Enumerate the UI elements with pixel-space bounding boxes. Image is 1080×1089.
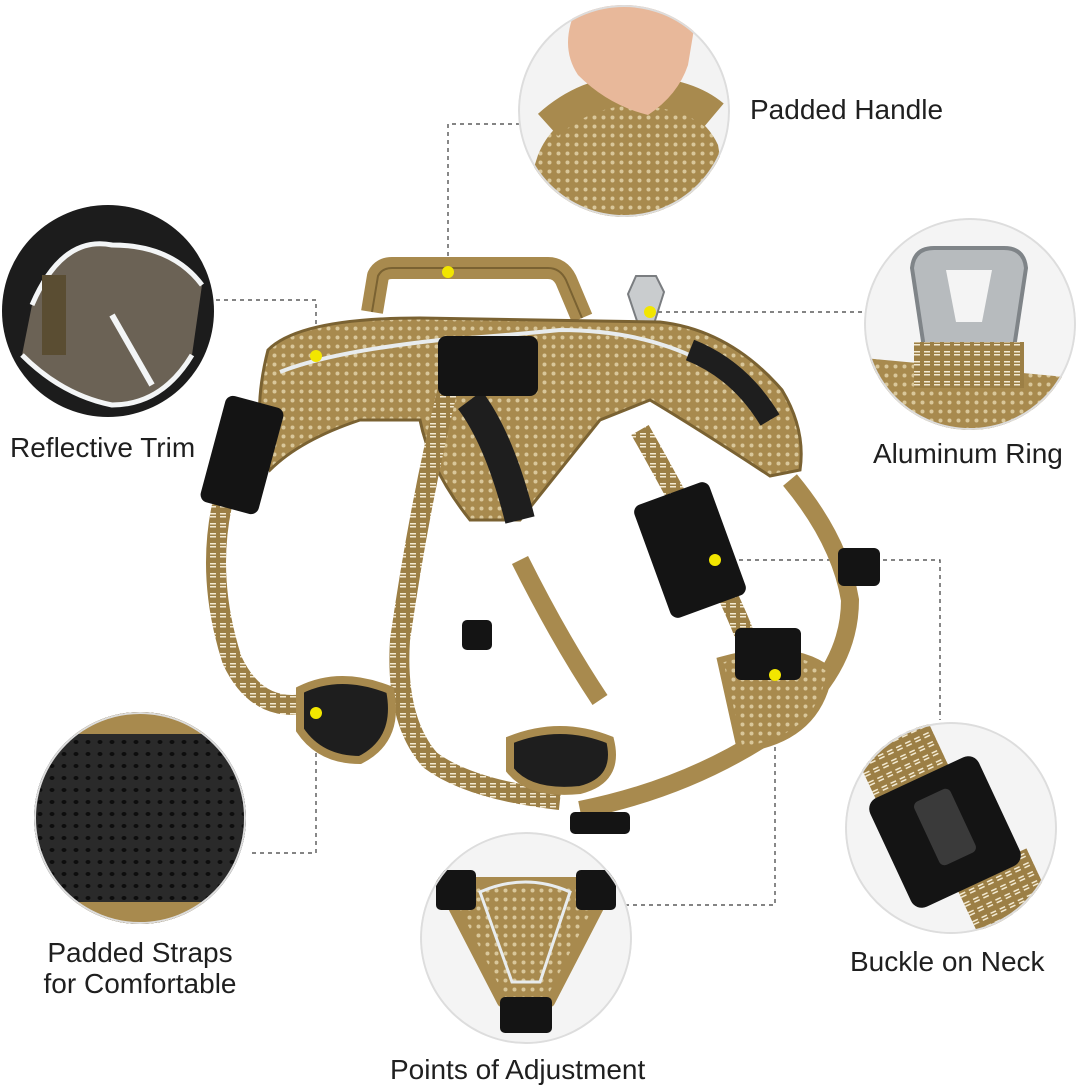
handle-shape: [361, 257, 593, 323]
aluminum-ring-label: Aluminum Ring: [873, 438, 1063, 469]
handle-outline: [371, 267, 583, 319]
padded-straps-label-line2: for Comfortable: [43, 968, 237, 999]
padded-handle-label: Padded Handle: [750, 94, 944, 125]
reflective-trim-label: Reflective Trim: [10, 432, 196, 463]
back-lining: [685, 339, 780, 426]
leader-straps: [250, 713, 317, 854]
marker-dots: [310, 266, 781, 719]
leader-handle: [447, 123, 520, 272]
right-pad: [506, 726, 616, 795]
points-of-adjustment-label: Points of Adjustment: [390, 1054, 646, 1085]
padded-handle-detail: [518, 5, 730, 217]
back-panel: [258, 316, 803, 522]
belly-strap: [511, 555, 608, 705]
aluminum-ring-detail: [864, 218, 1076, 430]
adjustment-points-detail: [420, 832, 632, 1044]
buckles: [200, 336, 880, 834]
buckle-on-neck-label: Buckle on Neck: [850, 946, 1045, 977]
reflective-trim-detail: [2, 205, 214, 417]
leader-buckle: [715, 559, 941, 720]
padded-straps-label-line1: Padded Straps: [47, 937, 233, 968]
buckle-detail: [845, 722, 1057, 934]
center-strap: [389, 377, 562, 810]
left-pad: [296, 676, 396, 765]
reflective-edge: [279, 327, 701, 374]
inner-lining: [457, 391, 535, 524]
padded-straps-detail: [34, 712, 246, 924]
leader-adjust: [625, 675, 776, 906]
